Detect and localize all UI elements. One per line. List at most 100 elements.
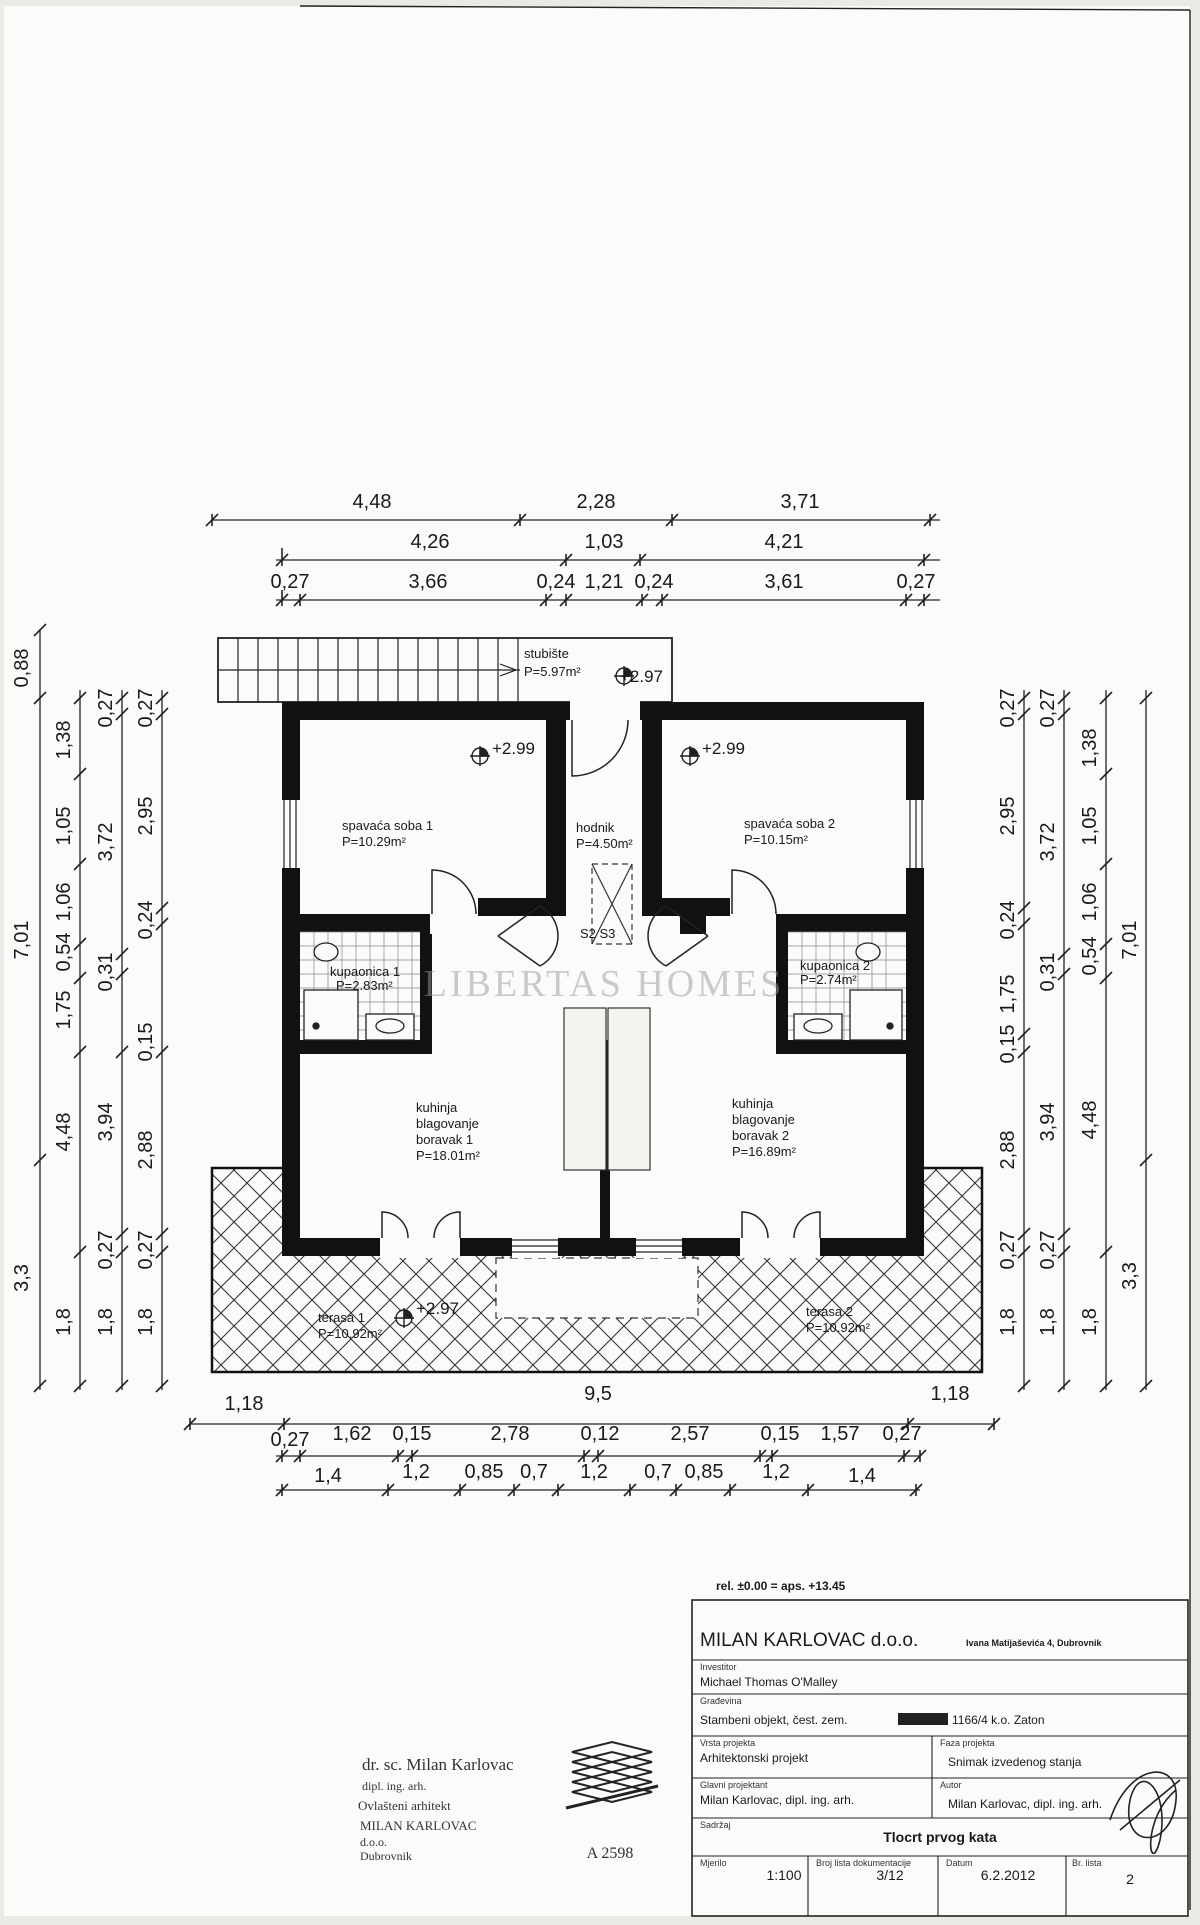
room-labels: stubište P=5.97m² +2.97 +2.99 spavaća so…	[318, 646, 871, 1341]
phase-label: Faza projekta	[940, 1738, 995, 1748]
living1-area: P=18.01m²	[416, 1148, 481, 1163]
left-dimensions	[33, 623, 169, 1393]
page-value: 2	[1126, 1871, 1134, 1887]
stair-area: P=5.97m²	[524, 664, 581, 679]
windows	[283, 800, 923, 1253]
dim-bottom-3-g: 0,85	[685, 1461, 724, 1483]
bath2-name: kupaonica 2	[800, 958, 870, 973]
elevation-note: rel. ±0.00 = aps. +13.45	[716, 1579, 846, 1593]
dim-left-4-a: 0,27	[135, 689, 157, 728]
dim-bottom-2-e: 0,12	[581, 1423, 620, 1445]
sheet-title: Tlocrt prvog kata	[883, 1829, 997, 1845]
level-marker-bed2-icon	[680, 746, 700, 766]
dim-left-outer-b: 7,01	[11, 921, 33, 960]
left-dimension-labels: 0,88 7,01 3,3 1,38 1,05 1,06 0,54 1,75 4…	[11, 649, 157, 1336]
terrace1-level: +2.97	[416, 1299, 459, 1318]
dim-bottom-3-i: 1,4	[848, 1465, 876, 1487]
dim-right-4-e: 0,15	[997, 1025, 1019, 1064]
stamp-line6: Dubrovnik	[360, 1849, 412, 1863]
right-dimensions	[1017, 690, 1153, 1393]
dim-right-4-d: 1,75	[997, 975, 1019, 1014]
sheet-label: Sadržaj	[700, 1820, 731, 1830]
dim-left-2-b: 1,05	[53, 807, 75, 846]
docno-value: 3/12	[876, 1867, 903, 1883]
stamp-number: A 2598	[587, 1845, 634, 1862]
dim-right-2-c: 1,06	[1079, 883, 1101, 922]
external-stairs	[217, 637, 673, 703]
dim-bottom-2-c: 0,15	[393, 1423, 432, 1445]
stamp-line4: MILAN KARLOVAC	[360, 1818, 476, 1833]
bed2-area: P=10.15m²	[744, 832, 809, 847]
dim-bottom-3-d: 0,7	[520, 1461, 548, 1483]
date-label: Datum	[946, 1858, 973, 1868]
project-type-value: Arhitektonski projekt	[700, 1751, 809, 1765]
docno-label: Broj lista dokumentacije	[816, 1858, 911, 1868]
dim-bottom-3-c: 0,85	[465, 1461, 504, 1483]
dim-top-3-e: 0,24	[635, 571, 674, 593]
terrace2-area: P=10.92m²	[806, 1320, 871, 1335]
dim-left-2-e: 1,75	[53, 991, 75, 1030]
dim-right-4-a: 0,27	[997, 689, 1019, 728]
dim-left-3-b: 3,72	[95, 823, 117, 862]
stamp-line2: dipl. ing. arh.	[362, 1779, 426, 1793]
dim-bottom-3-b: 1,2	[402, 1461, 430, 1483]
dim-left-3-a: 0,27	[95, 689, 117, 728]
bottom-dimension-labels: 1,18 9,5 1,18 0,27 1,62 0,15 2,78 0,12 2…	[225, 1383, 970, 1487]
building-label: Građevina	[700, 1696, 742, 1706]
redaction-bar	[898, 1713, 948, 1725]
stamp-line5: d.o.o.	[360, 1835, 387, 1849]
internal-staircase	[563, 863, 651, 1171]
dim-left-4-d: 2,88	[135, 1131, 157, 1170]
watermark: LIBERTAS HOMES	[424, 963, 785, 1005]
level-marker-terrace-icon	[394, 1308, 414, 1328]
level-marker-bed1-icon	[470, 746, 490, 766]
dim-bottom-1-b: 9,5	[584, 1383, 612, 1405]
living2-line3: boravak 2	[732, 1128, 789, 1143]
dim-left-3-e: 3,94	[95, 1103, 117, 1142]
dim-bottom-2-d: 2,78	[491, 1423, 530, 1445]
dim-right-4-c: 0,24	[997, 901, 1019, 940]
dim-left-3-c: 0,31	[95, 953, 117, 992]
dim-top-3-a: 0,27	[271, 571, 310, 593]
dim-bottom-2-g: 0,15	[761, 1423, 800, 1445]
bed2-name: spavaća soba 2	[744, 816, 835, 831]
investor-label: Investitor	[700, 1662, 737, 1672]
dim-bottom-3-a: 1,4	[314, 1465, 342, 1487]
dim-top-3-f: 3,61	[765, 571, 804, 593]
living2-line1: kuhinja	[732, 1096, 774, 1111]
dim-bottom-2-i: 0,27	[883, 1423, 922, 1445]
chief-value: Milan Karlovac, dipl. ing. arh.	[700, 1793, 854, 1807]
terrace1-area: P=10.92m²	[318, 1326, 383, 1341]
title-block: MILAN KARLOVAC d.o.o. Ivana Matijaševića…	[691, 1599, 1189, 1917]
dim-left-3-g: 1,8	[95, 1308, 117, 1336]
dim-right-3-c: 0,31	[1037, 953, 1059, 992]
chamber-logo-icon	[565, 1740, 659, 1810]
top-border-line	[299, 5, 1191, 11]
investor-value: Michael Thomas O'Malley	[700, 1675, 837, 1689]
dim-left-3-f: 0,27	[95, 1231, 117, 1270]
dim-left-outer-c: 3,3	[11, 1264, 33, 1292]
stair-symbol: S2 S3	[580, 926, 615, 941]
dim-top-3-g: 0,27	[897, 571, 936, 593]
dim-left-4-e: 0,27	[135, 1231, 157, 1270]
bath1-area: P=2.83m²	[336, 978, 393, 993]
top-dimensions	[205, 513, 940, 607]
architect-stamp: dr. sc. Milan Karlovac dipl. ing. arh. O…	[358, 1740, 659, 1863]
dim-right-4-h: 1,8	[997, 1308, 1019, 1336]
signature-scribble	[1109, 1771, 1181, 1855]
date-value: 6.2.2012	[981, 1867, 1036, 1883]
dim-left-4-f: 1,8	[135, 1308, 157, 1336]
dim-right-3-a: 0,27	[1037, 689, 1059, 728]
dim-left-2-a: 1,38	[53, 721, 75, 760]
project-type-label: Vrsta projekta	[700, 1738, 755, 1748]
author-value: Milan Karlovac, dipl. ing. arh.	[948, 1797, 1102, 1811]
dim-top-2-a: 4,26	[411, 531, 450, 553]
dim-left-3-d: 0,15	[135, 1023, 157, 1062]
building-value-a: Stambeni objekt, čest. zem.	[700, 1713, 847, 1727]
dim-left-2-g: 1,8	[53, 1308, 75, 1336]
hall-area: P=4.50m²	[576, 836, 633, 851]
dim-left-4-c: 0,24	[135, 901, 157, 940]
dim-bottom-2-f: 2,57	[671, 1423, 710, 1445]
